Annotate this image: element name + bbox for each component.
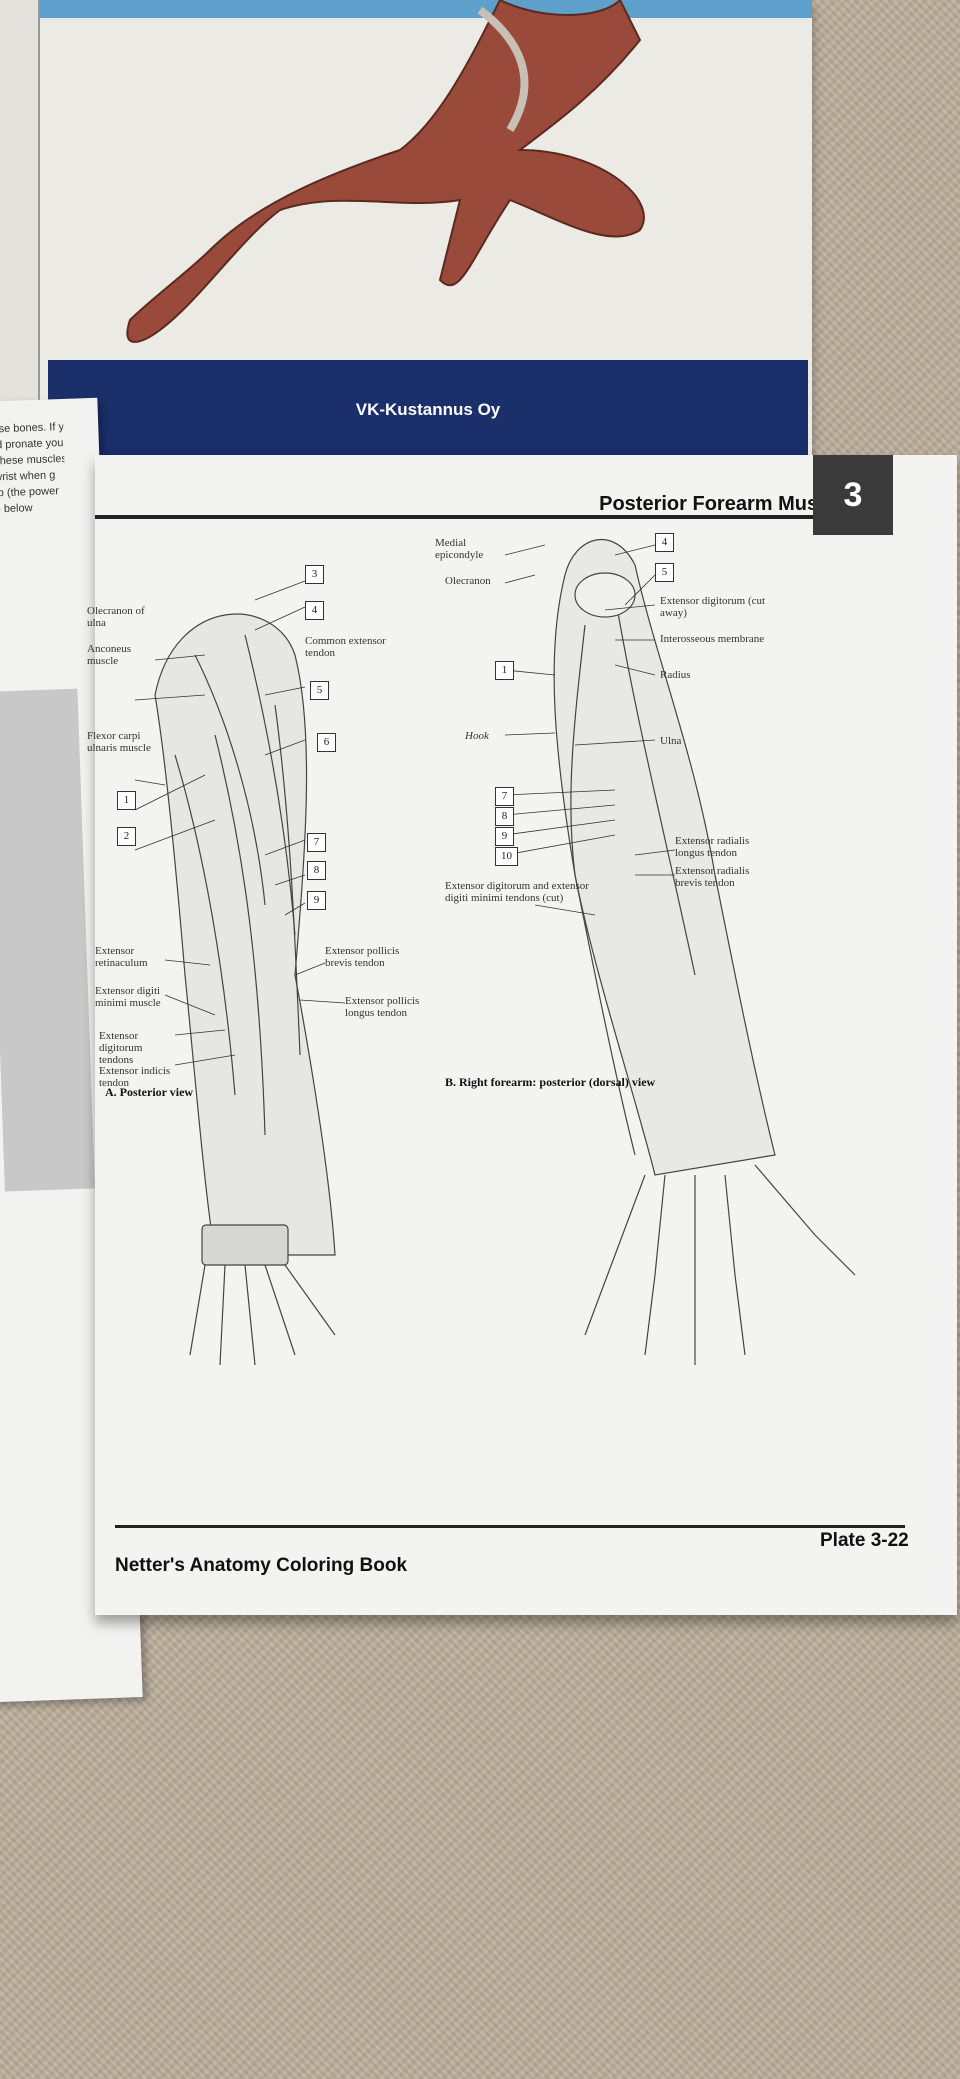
left-page-text: these bones. If you and pronate your of … xyxy=(0,419,66,518)
footer-plate-number: Plate 3-22 xyxy=(820,1530,909,1551)
number-box: 8 xyxy=(307,861,326,880)
page-title: Posterior Forearm Muscles xyxy=(599,493,857,515)
label-common-extensor-tendon: Common extensor tendon xyxy=(305,635,386,659)
number-box: 6 xyxy=(317,733,336,752)
number-box: 5 xyxy=(655,563,674,582)
label-ulna: Ulna xyxy=(660,735,682,747)
number-box: 9 xyxy=(495,827,514,846)
number-box: 9 xyxy=(307,891,326,910)
number-box: 7 xyxy=(307,833,326,852)
left-page-table xyxy=(0,688,95,1192)
label-extensor-pollicis-brevis: Extensor pollicis brevis tendon xyxy=(325,945,400,969)
page-header xyxy=(95,467,855,519)
footer-book-title: Netter's Anatomy Coloring Book xyxy=(115,1555,408,1576)
chapter-tab: 3 xyxy=(813,455,893,535)
number-box: 4 xyxy=(655,533,674,552)
label-extensor-digitorum-tendons-cut: Extensor digitorum and extensor digiti m… xyxy=(445,880,589,904)
footer-rule xyxy=(115,1525,905,1528)
label-hook: Hook xyxy=(465,730,489,742)
label-medial-epicondyle: Medial epicondyle xyxy=(435,537,484,561)
label-extensor-digiti-minimi: Extensor digiti minimi muscle xyxy=(95,985,161,1009)
label-radius: Radius xyxy=(660,669,691,681)
left-line: ple below xyxy=(0,502,33,516)
label-extensor-radialis-brevis: Extensor radialis brevis tendon xyxy=(675,865,750,889)
label-extensor-digitorum-tendons: Extensor digitorum tendons xyxy=(99,1030,143,1066)
number-box: 1 xyxy=(495,661,514,680)
caption-a: A. Posterior view xyxy=(105,1085,194,1099)
number-box: 10 xyxy=(495,847,518,866)
label-extensor-indicis-tendon: Extensor indicis tendon xyxy=(99,1065,171,1089)
label-extensor-digitorum-cut: Extensor digitorum (cut away) xyxy=(660,595,766,619)
label-extensor-pollicis-longus: Extensor pollicis longus tendon xyxy=(345,995,420,1019)
number-box: 2 xyxy=(117,827,136,846)
number-box: 3 xyxy=(305,565,324,584)
left-line: grip (the power xyxy=(0,485,60,500)
label-extensor-radialis-longus: Extensor radialis longus tendon xyxy=(675,835,750,859)
back-book-cover: VK-Kustannus Oy xyxy=(40,0,812,475)
caption-b: B. Right forearm: posterior (dorsal) vie… xyxy=(445,1075,656,1089)
number-box: 8 xyxy=(495,807,514,826)
label-olecranon-of-ulna: Olecranon of ulna xyxy=(87,605,145,629)
number-box: 5 xyxy=(310,681,329,700)
cover-publisher-band: VK-Kustannus Oy xyxy=(48,360,808,460)
main-page: Posterior Forearm Muscles 3 xyxy=(87,455,957,1615)
label-anconeus-muscle: Anconeus muscle xyxy=(87,643,131,667)
label-extensor-retinaculum: Extensor retinaculum xyxy=(95,945,148,969)
number-box: 7 xyxy=(495,787,514,806)
book-spine xyxy=(0,0,40,470)
publisher-name: VK-Kustannus Oy xyxy=(355,400,501,419)
forearm-illustrations xyxy=(134,538,856,1366)
number-box: 1 xyxy=(117,791,136,810)
number-box: 4 xyxy=(305,601,324,620)
label-flexor-carpi-ulnaris: Flexor carpi ulnaris muscle xyxy=(87,730,151,754)
muscle-figure-illustration xyxy=(126,0,645,343)
label-olecranon: Olecranon xyxy=(445,575,491,587)
label-interosseous-membrane: Interosseous membrane xyxy=(660,633,765,645)
